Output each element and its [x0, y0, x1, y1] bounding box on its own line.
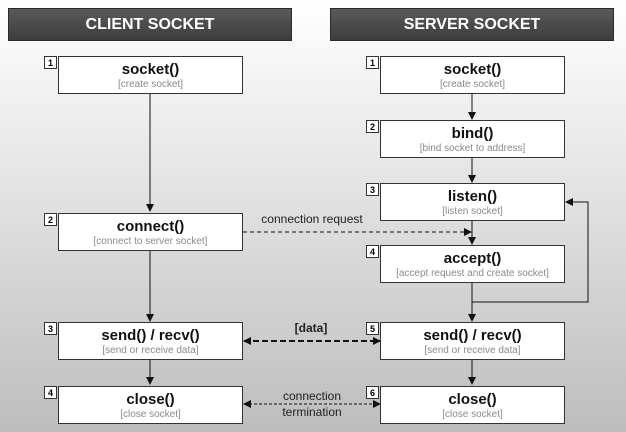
client-step-2: 2	[44, 213, 57, 226]
client-close-box: close() [close socket]	[58, 386, 243, 424]
server-step-3: 3	[366, 183, 379, 196]
client-socket-fn: socket()	[121, 61, 180, 78]
client-connect-desc: [connect to server socket]	[93, 236, 208, 247]
server-step-2: 2	[366, 120, 379, 133]
client-step-3: 3	[44, 322, 57, 335]
server-listen-desc: [listen socket]	[442, 206, 503, 217]
server-listen-box: listen() [listen socket]	[380, 183, 565, 221]
server-bind-fn: bind()	[451, 125, 494, 142]
server-send-recv-fn: send() / recv()	[423, 327, 522, 344]
client-step-4: 4	[44, 386, 57, 399]
server-listen-fn: listen()	[447, 188, 498, 205]
server-send-recv-box: send() / recv() [send or receive data]	[380, 322, 565, 360]
termination-label-line2: termination	[282, 405, 342, 419]
server-close-desc: [close socket]	[442, 409, 503, 420]
server-bind-box: bind() [bind socket to address]	[380, 120, 565, 158]
client-send-recv-box: send() / recv() [send or receive data]	[58, 322, 243, 360]
client-socket-desc: [create socket]	[117, 79, 184, 90]
server-socket-header: SERVER SOCKET	[330, 8, 614, 41]
client-close-fn: close()	[126, 391, 175, 408]
server-step-4: 4	[366, 245, 379, 258]
server-bind-desc: [bind socket to address]	[419, 143, 526, 154]
client-send-recv-fn: send() / recv()	[101, 327, 200, 344]
server-accept-fn: accept()	[443, 250, 502, 267]
client-socket-header: CLIENT SOCKET	[8, 8, 292, 41]
termination-label-line1: connection	[282, 389, 342, 403]
server-loop-back-to-listen	[472, 198, 589, 303]
server-close-fn: close()	[448, 391, 497, 408]
client-close-desc: [close socket]	[120, 409, 181, 420]
server-step-1: 1	[366, 56, 379, 69]
server-accept-box: accept() [accept request and create sock…	[380, 245, 565, 283]
client-connect-fn: connect()	[116, 218, 185, 235]
server-step-6: 6	[366, 386, 379, 399]
client-socket-box: socket() [create socket]	[58, 56, 243, 94]
connection-request-label: connection request	[261, 212, 363, 226]
server-close-box: close() [close socket]	[380, 386, 565, 424]
client-send-recv-desc: [send or receive data]	[102, 345, 199, 356]
server-socket-desc: [create socket]	[439, 79, 506, 90]
data-label: [data]	[294, 321, 328, 335]
server-step-5: 5	[366, 322, 379, 335]
server-socket-fn: socket()	[443, 61, 502, 78]
server-socket-box: socket() [create socket]	[380, 56, 565, 94]
client-step-1: 1	[44, 56, 57, 69]
client-connect-box: connect() [connect to server socket]	[58, 213, 243, 251]
server-send-recv-desc: [send or receive data]	[424, 345, 521, 356]
server-accept-desc: [accept request and create socket]	[396, 268, 549, 279]
